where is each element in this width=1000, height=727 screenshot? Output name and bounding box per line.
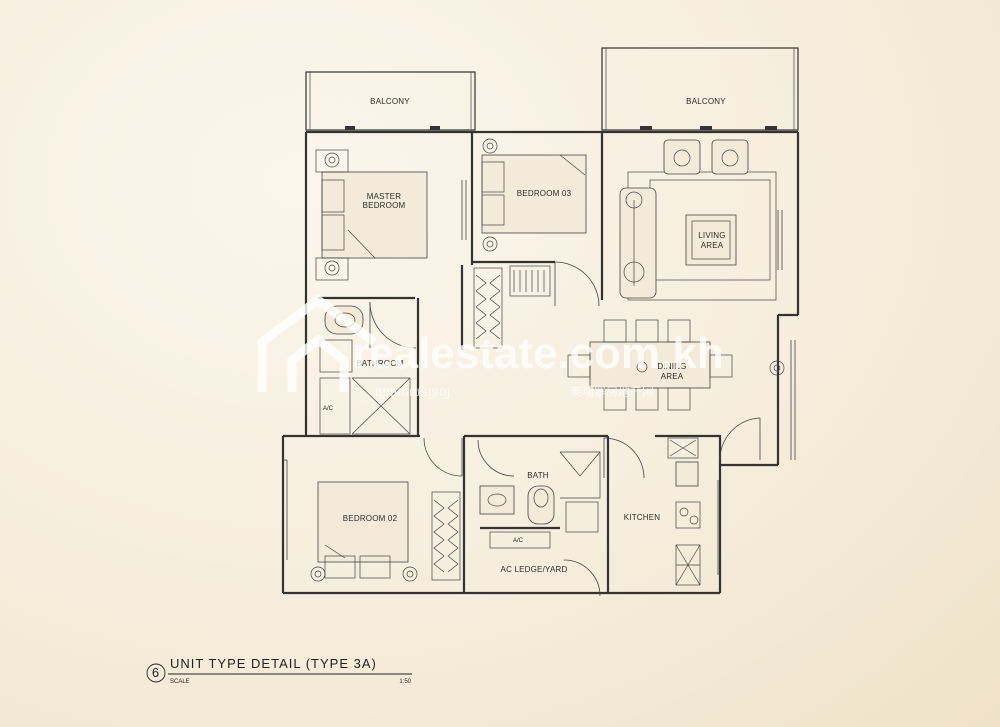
label-dining-line2: AREA	[661, 372, 684, 381]
label-ac-tag-1: A/C	[323, 406, 334, 412]
bedroom-02	[310, 481, 461, 582]
watermark: realestate.com.kh ផ្សារអចលនទ្រព្យ 柬埔寨房地产…	[257, 294, 724, 399]
windows	[283, 180, 796, 575]
label-living-line2: AREA	[701, 241, 724, 250]
label-kitchen: KITCHEN	[624, 513, 661, 522]
label-balcony-left: BALCONY	[370, 97, 410, 106]
walls	[281, 130, 800, 595]
label-bedroom-03: BEDROOM 03	[517, 189, 572, 198]
scale-value: 1:50	[399, 679, 411, 685]
living-area	[619, 139, 777, 301]
house-logo-icon	[257, 294, 377, 392]
title-number: 6	[152, 665, 160, 680]
label-dining-line1: DINING	[657, 362, 686, 371]
scale-label: SCALE	[170, 679, 190, 685]
watermark-khmer: ផ្សារអចលនទ្រព្យ	[375, 385, 450, 399]
master-bedroom	[315, 149, 428, 281]
bath-room	[479, 451, 601, 549]
bedroom-03	[473, 138, 587, 349]
watermark-chinese: 柬埔寨房地产网	[570, 384, 654, 399]
label-bathroom: BATHROOM	[356, 359, 403, 368]
balcony-left	[305, 71, 476, 131]
dining-area	[567, 319, 785, 411]
title-block: 6 UNIT TYPE DETAIL (TYPE 3A) SCALE 1:50	[146, 656, 412, 685]
label-ac-tag-2: A/C	[513, 538, 524, 544]
label-bath: BATH	[527, 471, 549, 480]
title-text: UNIT TYPE DETAIL (TYPE 3A)	[170, 656, 377, 671]
doors	[369, 261, 761, 597]
kitchen	[667, 437, 701, 586]
label-living-line1: LIVING	[698, 231, 725, 240]
watermark-site: realestate.com.kh	[352, 329, 724, 378]
balcony-right	[601, 47, 799, 131]
label-ac-ledge: AC LEDGE/YARD	[501, 565, 568, 574]
label-balcony-right: BALCONY	[686, 97, 726, 106]
label-master-bedroom-line1: MASTER	[367, 192, 402, 201]
label-master-bedroom-line2: BEDROOM	[363, 201, 406, 210]
label-bedroom-02: BEDROOM 02	[343, 514, 398, 523]
